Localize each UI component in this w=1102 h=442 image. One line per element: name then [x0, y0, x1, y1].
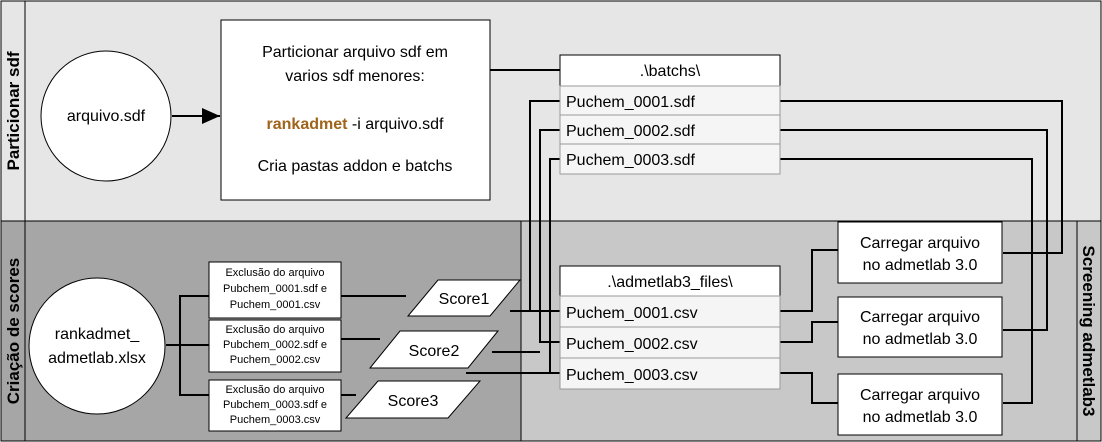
- score-label: Score3: [388, 393, 439, 410]
- score-box[interactable]: Score1: [406, 279, 522, 317]
- deletion-box[interactable]: Exclusão do arquivo Pubchem_0002.sdf e P…: [208, 319, 342, 373]
- lane-screening-label: Screening admetlab3: [1079, 245, 1098, 416]
- batchs-table: .\batchs\ Puchem_0001.sdf Puchem_0002.sd…: [559, 54, 781, 175]
- partition-command: rankadmet -i arquivo.sdf: [267, 116, 445, 133]
- partition-line4: Cria pastas addon e batchs: [258, 158, 453, 175]
- upload-box[interactable]: Carregar arquivo no admetlab 3.0: [837, 373, 1003, 436]
- deletion-line2: Pubchem_0001.sdf e: [223, 283, 327, 295]
- score-label: Score2: [409, 343, 460, 360]
- upload-line1: Carregar arquivo: [860, 309, 980, 326]
- upload-line2: no admetlab 3.0: [863, 409, 978, 426]
- deletion-line3: Puchem_0002.csv: [230, 354, 321, 366]
- admet-file-item-label: Puchem_0001.csv: [566, 305, 698, 322]
- batchs-item-label: Puchem_0002.sdf: [566, 123, 696, 140]
- lane-particionar-header: [0, 0, 26, 222]
- lane-criacao-label: Criação de scores: [4, 258, 23, 404]
- upload-line1: Carregar arquivo: [860, 235, 980, 252]
- score-box[interactable]: Score3: [344, 380, 482, 419]
- partition-box[interactable]: [220, 19, 491, 201]
- deletion-box[interactable]: Exclusão do arquivo Pubchem_0003.sdf e P…: [208, 379, 342, 432]
- upload-box[interactable]: Carregar arquivo no admetlab 3.0: [837, 296, 1003, 358]
- partition-line1: Particionar arquivo sdf em: [262, 44, 448, 61]
- connectors: [166, 69, 1063, 404]
- lane-screening-header: [1076, 220, 1102, 442]
- upload-box[interactable]: Carregar arquivo no admetlab 3.0: [837, 221, 1003, 284]
- upload-line1: Carregar arquivo: [860, 387, 980, 404]
- deletion-line1: Exclusão do arquivo: [225, 324, 324, 336]
- deletion-line1: Exclusão do arquivo: [225, 267, 324, 279]
- lane-particionar-label: Particionar sdf: [4, 51, 23, 170]
- rank-xlsx-node[interactable]: [28, 277, 166, 415]
- score-label: Score1: [439, 291, 490, 308]
- upload-line2: no admetlab 3.0: [863, 331, 978, 348]
- deletion-box[interactable]: Exclusão do arquivo Pubchem_0001.sdf e P…: [208, 261, 342, 319]
- batchs-item-label: Puchem_0003.sdf: [566, 152, 696, 169]
- deletion-line2: Pubchem_0002.sdf e: [223, 339, 327, 351]
- lane-criacao-header: [0, 220, 26, 442]
- admet-file-item-label: Puchem_0003.csv: [566, 367, 698, 384]
- partition-cmd: rankadmet: [267, 116, 349, 133]
- admet-file-item[interactable]: [559, 295, 781, 328]
- admet-files-table: .\admetlab3_files\ Puchem_0001.csv Puche…: [559, 265, 781, 390]
- batchs-item[interactable]: [559, 143, 781, 175]
- admet-file-item[interactable]: [559, 357, 781, 390]
- deletion-line3: Puchem_0001.csv: [230, 299, 321, 311]
- input-sdf-label: arquivo.sdf: [67, 108, 146, 125]
- deletion-line1: Exclusão do arquivo: [225, 384, 324, 396]
- input-sdf-node[interactable]: [40, 50, 172, 182]
- batchs-header-label: .\batchs\: [640, 63, 701, 80]
- partition-args: -i arquivo.sdf: [347, 116, 444, 133]
- batchs-item-label: Puchem_0001.sdf: [566, 94, 696, 111]
- admet-files-header: [559, 265, 781, 297]
- upload-line2: no admetlab 3.0: [863, 257, 978, 274]
- score-box[interactable]: Score2: [368, 330, 500, 369]
- deletion-line3: Puchem_0003.csv: [230, 414, 321, 426]
- rank-xlsx-line1: rankadmet_: [55, 326, 141, 343]
- rank-xlsx-line2: admetlab.xlsx: [48, 350, 146, 367]
- batchs-item[interactable]: [559, 114, 781, 145]
- batchs-item[interactable]: [559, 85, 781, 116]
- admet-files-header-label: .\admetlab3_files\: [607, 274, 733, 291]
- deletion-line2: Pubchem_0003.sdf e: [223, 399, 327, 411]
- partition-line2: varios sdf menores:: [285, 68, 425, 85]
- admet-file-item-label: Puchem_0002.csv: [566, 336, 698, 353]
